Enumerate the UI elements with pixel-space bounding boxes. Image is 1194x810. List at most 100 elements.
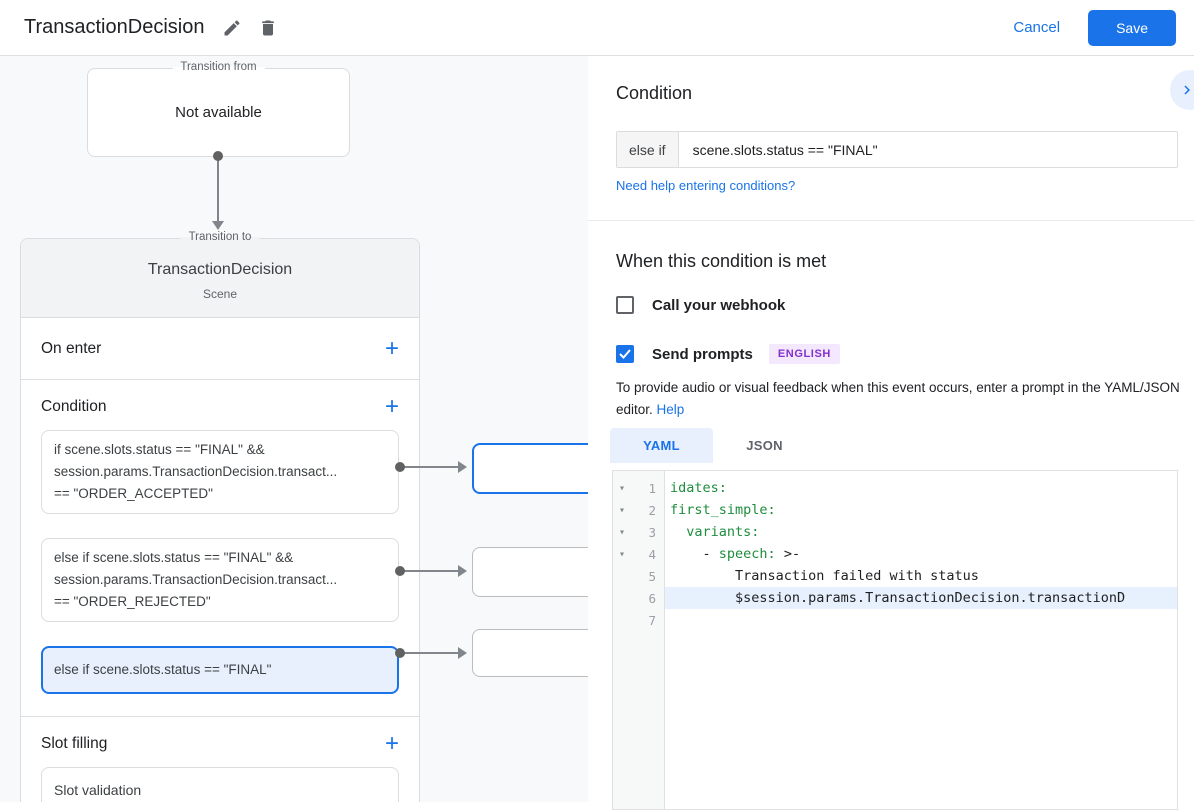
arrow-right-icon [458,647,467,659]
condition-section-label: Condition [41,398,107,415]
condition-item-1-line: == "ORDER_ACCEPTED" [54,486,213,501]
code-text: first_simple: [670,502,776,518]
line-number: 4 [648,546,656,562]
condition-expression-group: else if scene.slots.status == "FINAL" [616,131,1178,168]
code-text: $session.params.TransactionDecision.tran… [665,587,1177,609]
connector-dot [395,648,405,658]
connector-dot [213,151,223,161]
fold-toggle-icon[interactable]: ▾ [618,526,626,538]
condition-item-2-line: == "ORDER_REJECTED" [54,594,211,609]
line-number: 5 [648,568,656,584]
connector-dot [395,462,405,472]
code-text: - speech: >- [670,546,801,562]
scene-type-label: Scene [202,287,238,301]
condition-item-2[interactable]: else if scene.slots.status == "FINAL" &&… [41,538,399,622]
code-line-1: ▾ 1 idates: [613,477,1177,499]
panel-title: Condition [616,83,693,103]
code-line-6: 6 $session.params.TransactionDecision.tr… [613,587,1177,609]
code-lines: ▾ 1 idates: ▾ 2 first_simple: ▾ 3 variants: ▾ 4 -… [613,471,1177,631]
line-number: 6 [648,590,656,606]
condition-item-3-line: else if scene.slots.status == "FINAL" [54,662,272,677]
top-bar: TransactionDecision Cancel Save [0,0,1194,56]
condition-item-1-line: if scene.slots.status == "FINAL" && [54,442,265,457]
on-enter-row: On enter + [21,318,419,380]
prompts-row: Send prompts ENGLISH [616,344,840,364]
connector-line [217,160,219,222]
yaml-code-editor[interactable]: ▾ 1 idates: ▾ 2 first_simple: ▾ 3 variants: ▾ 4 -… [612,470,1178,810]
add-slot-button[interactable]: + [384,730,399,757]
editor-gutter [613,471,665,809]
send-prompts-checkbox[interactable] [616,345,634,363]
line-number: 7 [648,612,656,628]
panel-divider [588,220,1194,221]
condition-item-1[interactable]: if scene.slots.status == "FINAL" && sess… [41,430,399,514]
arrow-right-icon [458,565,467,577]
code-line-3: ▾ 3 variants: [613,521,1177,543]
checkmark-icon [619,349,631,359]
add-condition-button[interactable]: + [384,393,399,420]
transition-target-node-2[interactable] [472,547,588,597]
trash-icon [262,20,275,35]
line-number: 3 [648,524,656,540]
fold-toggle-icon[interactable]: ▾ [618,482,626,494]
send-prompts-label: Send prompts [652,345,753,363]
conditions-help-link[interactable]: Need help entering conditions? [616,178,796,193]
transition-to-card: Transition to TransactionDecision Scene … [20,231,420,802]
tab-yaml[interactable]: YAML [610,428,713,463]
line-number: 2 [648,502,656,518]
condition-item-2-line: else if scene.slots.status == "FINAL" && [54,550,294,565]
help-link[interactable]: Help [656,402,685,417]
arrow-down-icon [212,221,224,230]
chevron-right-icon [1184,85,1190,95]
slot-filling-row: Slot filling + [21,717,419,767]
add-on-enter-button[interactable]: + [384,334,399,362]
save-button[interactable]: Save [1088,9,1176,46]
scene-diagram-canvas: Transition from Not available Transition… [0,56,588,802]
editor-tabs: YAML JSON [610,428,816,463]
code-line-2: ▾ 2 first_simple: [613,499,1177,521]
slot-filling-label: Slot filling [41,735,108,752]
scene-card-header: TransactionDecision Scene [21,239,419,318]
slot-validation-item[interactable]: Slot validation [41,767,399,802]
language-badge: ENGLISH [768,344,840,364]
webhook-row: Call your webhook [616,296,785,314]
connector-line [404,570,460,572]
connector-line [404,466,460,468]
call-webhook-label: Call your webhook [652,296,786,314]
condition-item-2-line: session.params.TransactionDecision.trans… [54,572,338,587]
code-text: variants: [686,524,760,540]
collapse-panel-button[interactable] [1170,70,1194,110]
arrow-right-icon [458,461,467,473]
tab-json[interactable]: JSON [746,438,783,453]
call-webhook-checkbox[interactable] [616,296,634,314]
fold-toggle-icon[interactable]: ▾ [618,504,626,516]
code-text: idates: [670,480,727,496]
condition-prefix-label: else if [617,132,679,167]
condition-item-3-selected[interactable]: else if scene.slots.status == "FINAL" [41,646,399,694]
edit-title-button[interactable] [214,10,250,46]
condition-expression-input[interactable]: scene.slots.status == "FINAL" [692,141,878,158]
transition-to-legend: Transition to [180,231,260,243]
transition-from-legend: Transition from [172,61,265,73]
cancel-button[interactable]: Cancel [1013,19,1061,36]
transition-from-value: Not available [175,104,262,121]
prompts-description-text: To provide audio or visual feedback when… [616,380,1180,417]
condition-section: Condition + if scene.slots.status == "FI… [21,380,419,717]
code-line-7: 7 [613,609,1177,631]
code-text: Transaction failed with status [670,568,979,584]
transition-from-box: Transition from Not available [87,61,350,157]
code-line-4: ▾ 4 - speech: >- [613,543,1177,565]
condition-met-title: When this condition is met [616,251,827,271]
delete-scene-button[interactable] [250,10,286,46]
condition-editor-panel: Condition else if scene.slots.status == … [588,56,1194,810]
code-line-5: 5 Transaction failed with status [613,565,1177,587]
on-enter-label: On enter [41,339,102,357]
fold-toggle-icon[interactable]: ▾ [618,548,626,560]
scene-name: TransactionDecision [147,261,293,278]
page-title: TransactionDecision [24,16,205,38]
transition-target-node-3[interactable] [472,629,588,677]
transition-target-node-1[interactable] [472,443,588,494]
line-number: 1 [648,480,656,496]
prompts-description: To provide audio or visual feedback when… [616,377,1191,421]
pencil-icon [224,19,240,35]
